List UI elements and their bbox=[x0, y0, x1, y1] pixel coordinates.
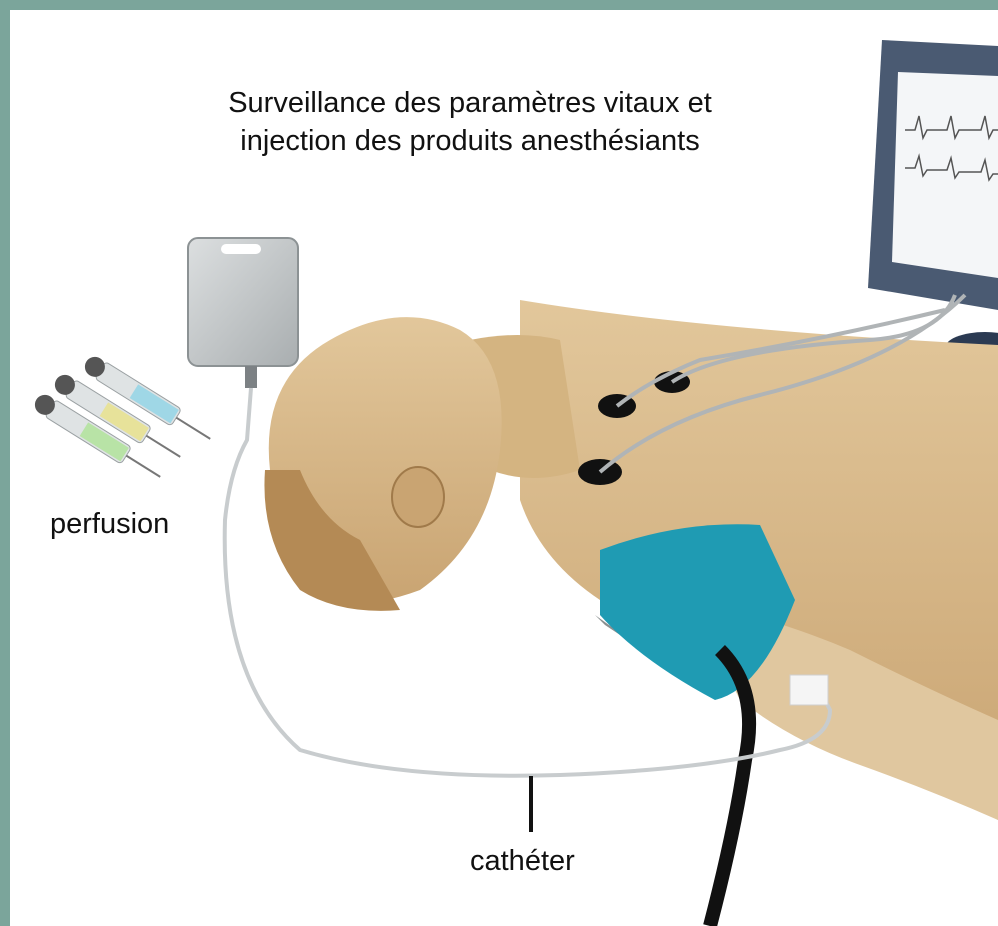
label-perfusion: perfusion bbox=[50, 508, 169, 541]
title-line-1: Surveillance des paramètres vitaux et bbox=[120, 84, 820, 122]
figure-title: Surveillance des paramètres vitaux et in… bbox=[120, 84, 820, 160]
ear bbox=[392, 467, 444, 527]
monitor bbox=[868, 40, 998, 364]
iv-bag bbox=[188, 238, 298, 388]
label-catheter: cathéter bbox=[470, 845, 575, 878]
blood-pressure-cuff bbox=[595, 524, 795, 926]
title-line-2: injection des produits anesthésiants bbox=[120, 122, 820, 160]
catheter-dressing bbox=[790, 675, 828, 705]
syringes bbox=[31, 353, 215, 485]
